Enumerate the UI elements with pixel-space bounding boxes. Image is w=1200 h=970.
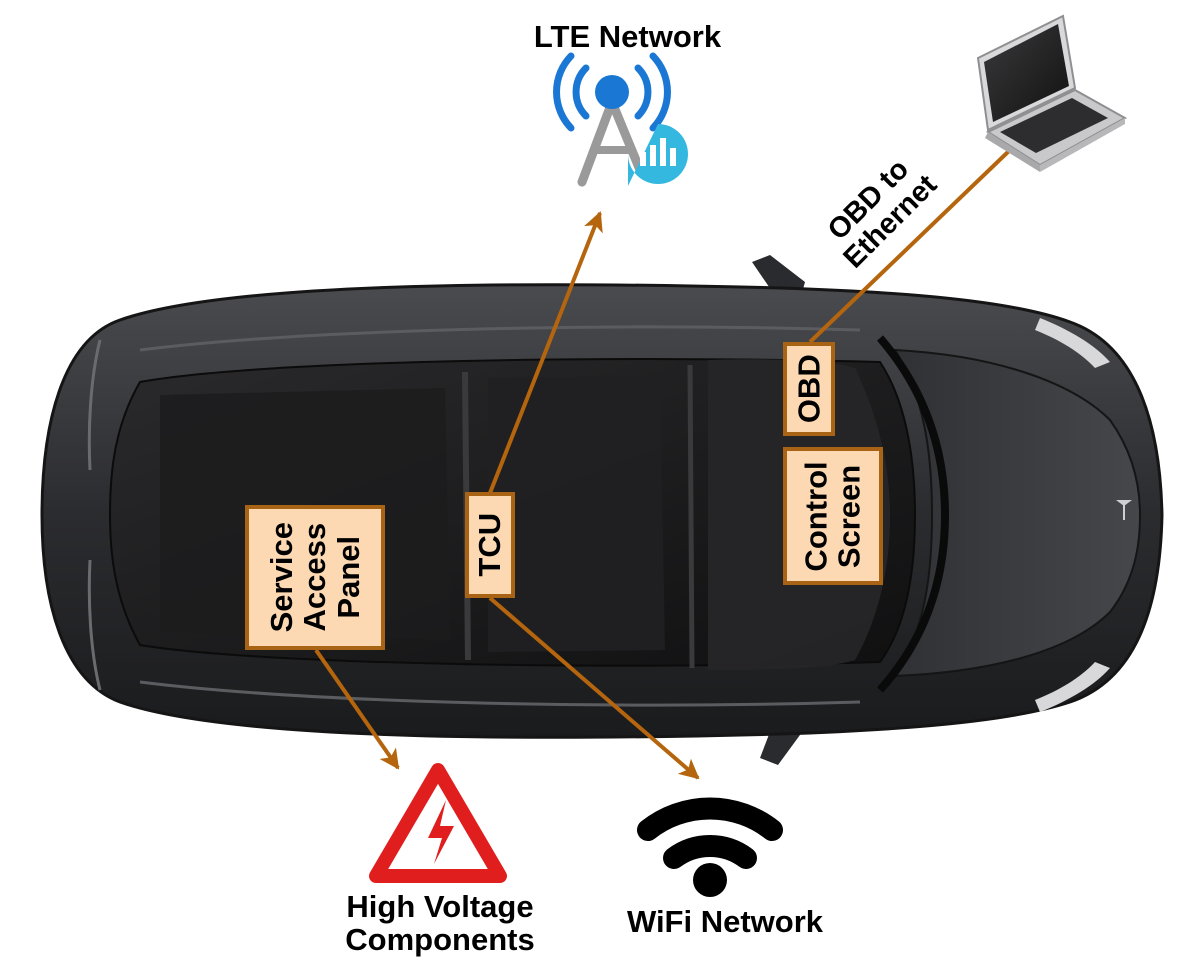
service-access-panel-line3: Panel — [330, 536, 366, 619]
control-screen-box: Control Screen — [783, 447, 883, 585]
tcu-to-wifi-arrow — [488, 596, 700, 780]
control-screen-line1: Control — [798, 460, 834, 572]
obd-box: OBD — [783, 342, 835, 436]
car-brand-logo-icon — [1116, 500, 1132, 520]
lte-network-label: LTE Network — [533, 19, 722, 54]
car-top-view-icon — [40, 255, 1164, 765]
service-access-panel-label: Service Access Panel — [263, 522, 366, 633]
wifi-network-label: WiFi Network — [626, 904, 824, 939]
tcu-label: TCU — [472, 513, 508, 577]
service-access-panel-line2: Access — [297, 523, 333, 632]
cell-tower-icon — [553, 52, 688, 187]
high-voltage-label-line2: Components — [345, 922, 535, 958]
laptop-icon — [976, 14, 1128, 172]
wifi-icon — [637, 797, 783, 897]
tcu-to-lte-arrow — [488, 211, 603, 494]
high-voltage-label: High Voltage Components — [320, 890, 560, 957]
obd-to-laptop-line — [808, 148, 1012, 344]
high-voltage-label-line1: High Voltage — [346, 889, 534, 924]
tcu-box: TCU — [465, 492, 515, 598]
service-access-panel-box: Service Access Panel — [245, 505, 385, 650]
car-hood — [893, 348, 1142, 678]
high-voltage-warning-icon — [369, 763, 507, 883]
service-access-panel-line1: Service — [263, 522, 299, 633]
obd-label: OBD — [791, 354, 827, 424]
control-screen-label: Control Screen — [798, 460, 868, 572]
connectors — [314, 148, 1012, 780]
control-screen-line2: Screen — [832, 464, 868, 568]
service-to-hv-arrow — [314, 648, 400, 770]
